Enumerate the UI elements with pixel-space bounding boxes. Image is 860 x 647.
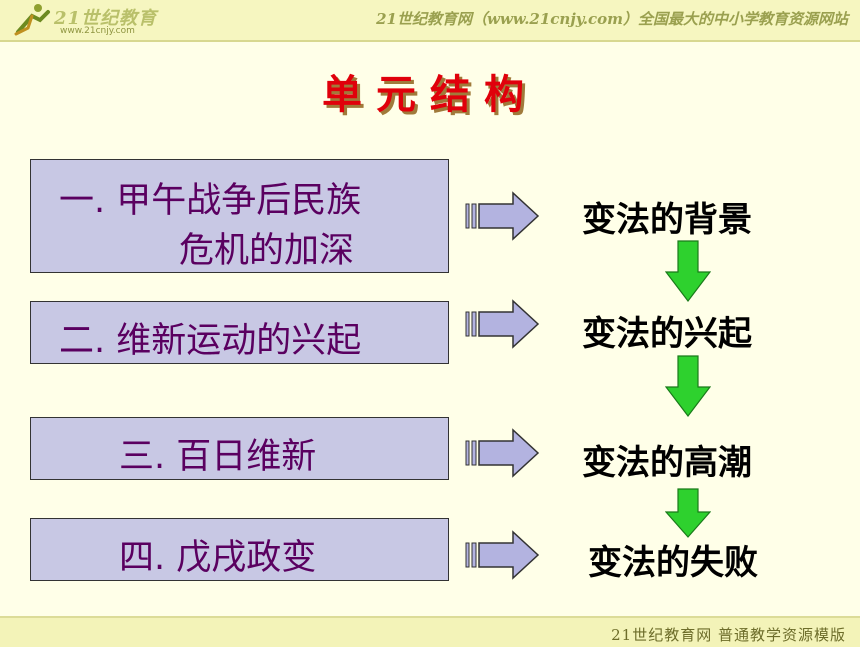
right-arrow-icon [465, 428, 540, 478]
right-arrow-icon [465, 191, 540, 241]
page-title: 单元结构 [322, 71, 538, 118]
section-box-1: 一. 甲午战争后民族 危机的加深 [30, 159, 449, 273]
stage-label-1: 变法的背景 [582, 200, 752, 240]
section-box-3: 三. 百日维新 [30, 417, 449, 480]
section-1-line-2: 危机的加深 [179, 231, 355, 271]
stage-label-3: 变法的高潮 [582, 443, 752, 483]
footer-text: 21世纪教育网 普通教学资源模版 [611, 626, 846, 644]
section-box-2: 二. 维新运动的兴起 [30, 301, 449, 364]
right-arrow-icon [465, 299, 540, 349]
site-header: 21世纪教育 www.21cnjy.com 21世纪教育网（www.21cnjy… [0, 0, 860, 42]
site-logo[interactable]: 21世纪教育 www.21cnjy.com [4, 2, 164, 38]
logo-url: www.21cnjy.com [60, 26, 135, 36]
stage-label-2: 变法的兴起 [582, 314, 752, 354]
section-4-label: 四. 戊戌政变 [119, 538, 317, 578]
site-footer: 21世纪教育网 普通教学资源模版 [0, 616, 860, 647]
logo-brand: 21世纪教育 [54, 8, 158, 29]
down-arrow-icon [665, 488, 711, 538]
down-arrow-icon [665, 355, 711, 417]
stage-label-4: 变法的失败 [588, 543, 758, 583]
section-3-label: 三. 百日维新 [119, 437, 317, 477]
right-arrow-icon [465, 530, 540, 580]
section-box-4: 四. 戊戌政变 [30, 518, 449, 581]
section-2-label: 二. 维新运动的兴起 [59, 321, 362, 361]
down-arrow-icon [665, 240, 711, 302]
runner-logo-icon [14, 4, 50, 36]
section-1-line-1: 一. 甲午战争后民族 [59, 181, 362, 221]
site-tagline: 21世纪教育网（www.21cnjy.com）全国最大的中小学教育资源网站 [376, 10, 848, 28]
